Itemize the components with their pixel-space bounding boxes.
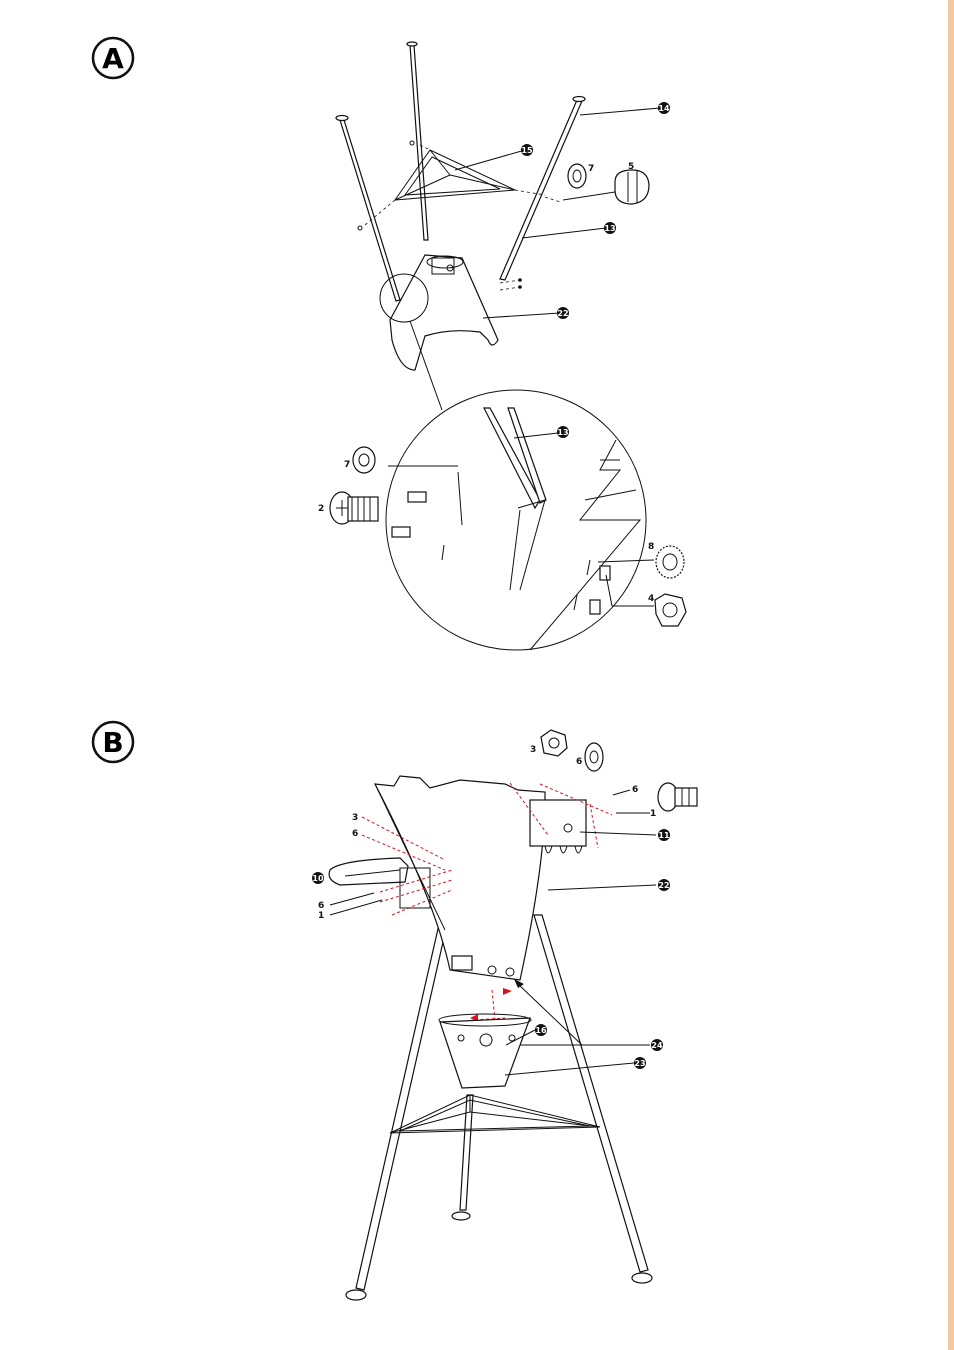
bolt-2	[329, 491, 379, 525]
callout-24: 24	[651, 1039, 663, 1051]
triangle-brace-b	[389, 1094, 601, 1134]
bowl-body-a	[389, 254, 499, 371]
svg-text:10: 10	[312, 874, 324, 883]
part-6-left-label: 6	[352, 829, 358, 839]
handle-10	[328, 857, 431, 909]
washer-7-top	[567, 163, 587, 189]
leg-left-b	[345, 919, 449, 1301]
part-7-label: 7	[588, 164, 594, 174]
part-5-label: 5	[628, 162, 634, 172]
bowl-body-b	[373, 775, 546, 981]
part-6-lower-label: 6	[318, 901, 324, 911]
diagram-b: 11 10 22 16 24 23 3 6 6 1 3 6 6 1	[312, 729, 698, 1301]
part-4-label: 4	[648, 594, 654, 604]
svg-text:22: 22	[557, 309, 568, 318]
leg-center-b	[451, 1094, 474, 1221]
svg-text:14: 14	[658, 104, 670, 113]
part-1-lower-label: 1	[318, 911, 324, 921]
part-6-right-label: 6	[632, 785, 638, 795]
svg-text:23: 23	[634, 1059, 645, 1068]
svg-text:11: 11	[658, 831, 670, 840]
callout-11: 11	[658, 829, 670, 841]
callout-13: 13	[604, 222, 616, 234]
detail-zoom-a	[385, 389, 647, 651]
callout-13-detail: 13	[513, 426, 569, 439]
part-3-top-label: 3	[530, 745, 536, 755]
bolts-right-a	[499, 278, 522, 291]
diagram-a: 14 15 13 22 7 5	[318, 41, 687, 651]
svg-text:24: 24	[651, 1041, 663, 1050]
page-edge-bar	[948, 0, 954, 1350]
svg-text:16: 16	[535, 1026, 547, 1035]
leg-left-a	[335, 114, 401, 302]
callout-15: 15	[521, 144, 533, 156]
part-7-detail-label: 7	[344, 460, 350, 470]
callout-23: 23	[634, 1057, 646, 1069]
svg-text:15: 15	[521, 146, 533, 155]
callout-14: 14	[658, 102, 670, 114]
washer-7-detail	[352, 446, 376, 474]
step-a-badge: A	[91, 36, 135, 80]
bracket-11	[529, 799, 587, 854]
nut-3-top	[540, 729, 568, 757]
leg-right-a	[499, 95, 586, 281]
part-6-top-label: 6	[576, 757, 582, 767]
cap-nut-5	[614, 169, 650, 205]
part-1-right-label: 1	[650, 809, 656, 819]
part-3-left-label: 3	[352, 813, 358, 823]
callout-16: 16	[535, 1024, 547, 1036]
svg-text:B: B	[102, 726, 123, 759]
leg-right-b	[533, 914, 653, 1284]
part-2-label: 2	[318, 504, 324, 514]
step-b-badge: B	[91, 720, 135, 764]
washer-6-top	[584, 742, 604, 772]
bolt-1-top	[657, 782, 698, 812]
svg-text:13: 13	[604, 224, 615, 233]
svg-text:22: 22	[658, 881, 669, 890]
callout-10: 10	[312, 872, 324, 884]
nut-4	[654, 593, 687, 627]
part-8-label: 8	[648, 542, 654, 552]
leg-center-a	[406, 41, 429, 241]
svg-text:A: A	[102, 42, 124, 75]
svg-text:13: 13	[557, 428, 568, 437]
callout-22: 22	[557, 307, 569, 319]
lock-washer-8	[655, 545, 685, 579]
callout-22-b: 22	[658, 879, 670, 891]
ash-pan-23	[438, 1013, 532, 1089]
detail-marker-a	[379, 273, 429, 323]
triangle-brace-a	[393, 149, 517, 201]
